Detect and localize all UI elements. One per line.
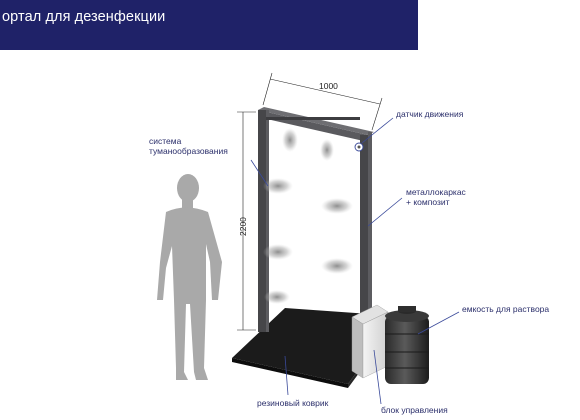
label-frame-1: металлокаркас: [406, 187, 467, 197]
label-mat: резиновый коврик: [257, 398, 329, 408]
width-dimension: [262, 72, 383, 131]
label-mist-system-2: туманообразования: [149, 146, 228, 156]
page-title: ортал для дезенфекции: [2, 9, 166, 25]
control-box: [351, 304, 389, 379]
label-tank: емкость для раствора: [462, 304, 549, 314]
label-control-unit: блок управления: [381, 405, 448, 415]
motion-sensor: [354, 142, 364, 152]
width-dimension-label: 1000: [319, 81, 338, 91]
height-dimension: [237, 111, 256, 331]
height-dimension-label: 2200: [238, 217, 248, 236]
label-motion-sensor: датчик движения: [396, 109, 464, 119]
portal-frame: [258, 107, 374, 345]
mist-sprays: [263, 128, 353, 304]
label-frame-2: + композит: [406, 197, 450, 207]
solution-tank: [385, 306, 429, 384]
leader-lines: [250, 117, 460, 405]
human-silhouette: [157, 174, 222, 380]
label-mist-system-1: система: [149, 136, 182, 146]
header-bar: ортал для дезенфекции: [0, 0, 418, 50]
